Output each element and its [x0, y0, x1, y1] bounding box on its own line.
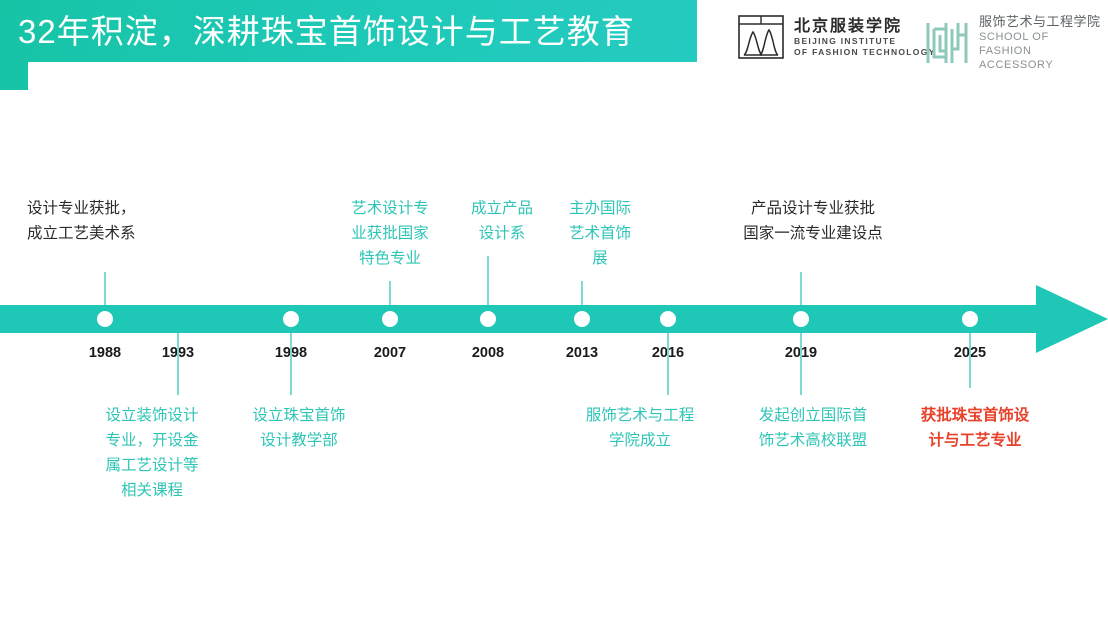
timeline-connector-1998	[290, 333, 292, 395]
timeline-connector-2019	[800, 272, 802, 305]
timeline-year-1988: 1988	[88, 345, 122, 361]
page-title: 32年积淀，深耕珠宝首饰设计与工艺教育	[18, 13, 635, 50]
timeline-connector-2008	[487, 256, 489, 305]
bift-logo: 北京服装学院 BEIJING INSTITUTE OF FASHION TECH…	[737, 13, 936, 61]
timeline-label-1998: 设立珠宝首饰 设计教学部	[252, 407, 346, 449]
timeline-year-2007: 2007	[373, 345, 407, 361]
timeline-connector-2025	[969, 333, 971, 388]
timeline-connector-below-2019	[800, 333, 802, 395]
timeline-bar	[0, 305, 1050, 333]
bift-logo-text: 北京服装学院 BEIJING INSTITUTE OF FASHION TECH…	[794, 17, 936, 58]
bift-logo-en-line2: OF FASHION TECHNOLOGY	[794, 46, 936, 57]
header-band-notch	[28, 62, 697, 90]
timeline-dot-2016[interactable]	[660, 311, 676, 327]
timeline-label-1993: 设立装饰设计 专业，开设金 属工艺设计等 相关课程	[105, 407, 199, 499]
timeline-label-2013: 主办国际 艺术首饰 展	[568, 200, 631, 267]
timeline-year-2008: 2008	[471, 345, 505, 361]
timeline-connector-1988	[104, 272, 106, 305]
bift-square-mountain-icon	[737, 13, 785, 61]
sfa-maze-glyph-icon	[924, 19, 970, 67]
bift-logo-cn: 北京服装学院	[794, 17, 903, 35]
sfa-logo-en-line2: FASHION ACCESSORY	[979, 45, 1054, 71]
timeline-arrow-head-icon	[1036, 285, 1108, 353]
timeline-connector-2016	[667, 333, 669, 395]
timeline-dot-2013[interactable]	[574, 311, 590, 327]
timeline-label-2007: 艺术设计专 业获批国家 特色专业	[351, 200, 429, 267]
timeline-connector-2007	[389, 281, 391, 305]
timeline-label-2019: 产品设计专业获批 国家一流专业建设点	[743, 200, 883, 242]
timeline-dot-2019[interactable]	[793, 311, 809, 327]
timeline-dot-1998[interactable]	[283, 311, 299, 327]
timeline-dot-2007[interactable]	[382, 311, 398, 327]
bift-logo-en-line1: BEIJING INSTITUTE	[794, 35, 897, 46]
timeline-year-2013: 2013	[565, 345, 599, 361]
timeline-label-2016: 服饰艺术与工程 学院成立	[585, 407, 695, 449]
school-of-fashion-accessory-logo: 服饰艺术与工程学院 SCHOOL OF FASHION ACCESSORY	[924, 13, 1108, 72]
timeline-connector-1993	[177, 333, 179, 395]
timeline-label-below-2019: 发起创立国际首 饰艺术高校联盟	[758, 407, 868, 449]
sfa-logo-en-line1: SCHOOL OF	[979, 31, 1049, 43]
timeline-label-2025: 获批珠宝首饰设 计与工艺专业	[920, 407, 1030, 449]
sfa-logo-cn: 服饰艺术与工程学院	[979, 14, 1101, 29]
timeline-label-2008: 成立产品 设计系	[470, 200, 533, 242]
timeline-dot-2025[interactable]	[962, 311, 978, 327]
sfa-logo-text: 服饰艺术与工程学院 SCHOOL OF FASHION ACCESSORY	[979, 13, 1108, 72]
timeline-dot-1988[interactable]	[97, 311, 113, 327]
timeline-label-1988: 设计专业获批， 成立工艺美术系	[27, 200, 136, 242]
timeline-dot-2008[interactable]	[480, 311, 496, 327]
timeline-connector-2013	[581, 281, 583, 305]
